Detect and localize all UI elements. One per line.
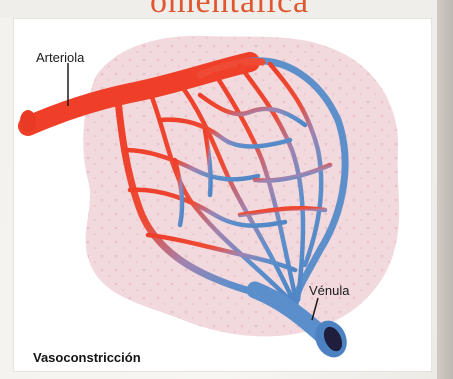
page-right-edge — [437, 0, 453, 379]
arteriole-opening — [20, 110, 36, 132]
label-venula: Vénula — [309, 283, 349, 298]
figure-caption: Vasoconstricción — [33, 350, 141, 365]
label-arteriola: Arteriola — [36, 50, 84, 65]
